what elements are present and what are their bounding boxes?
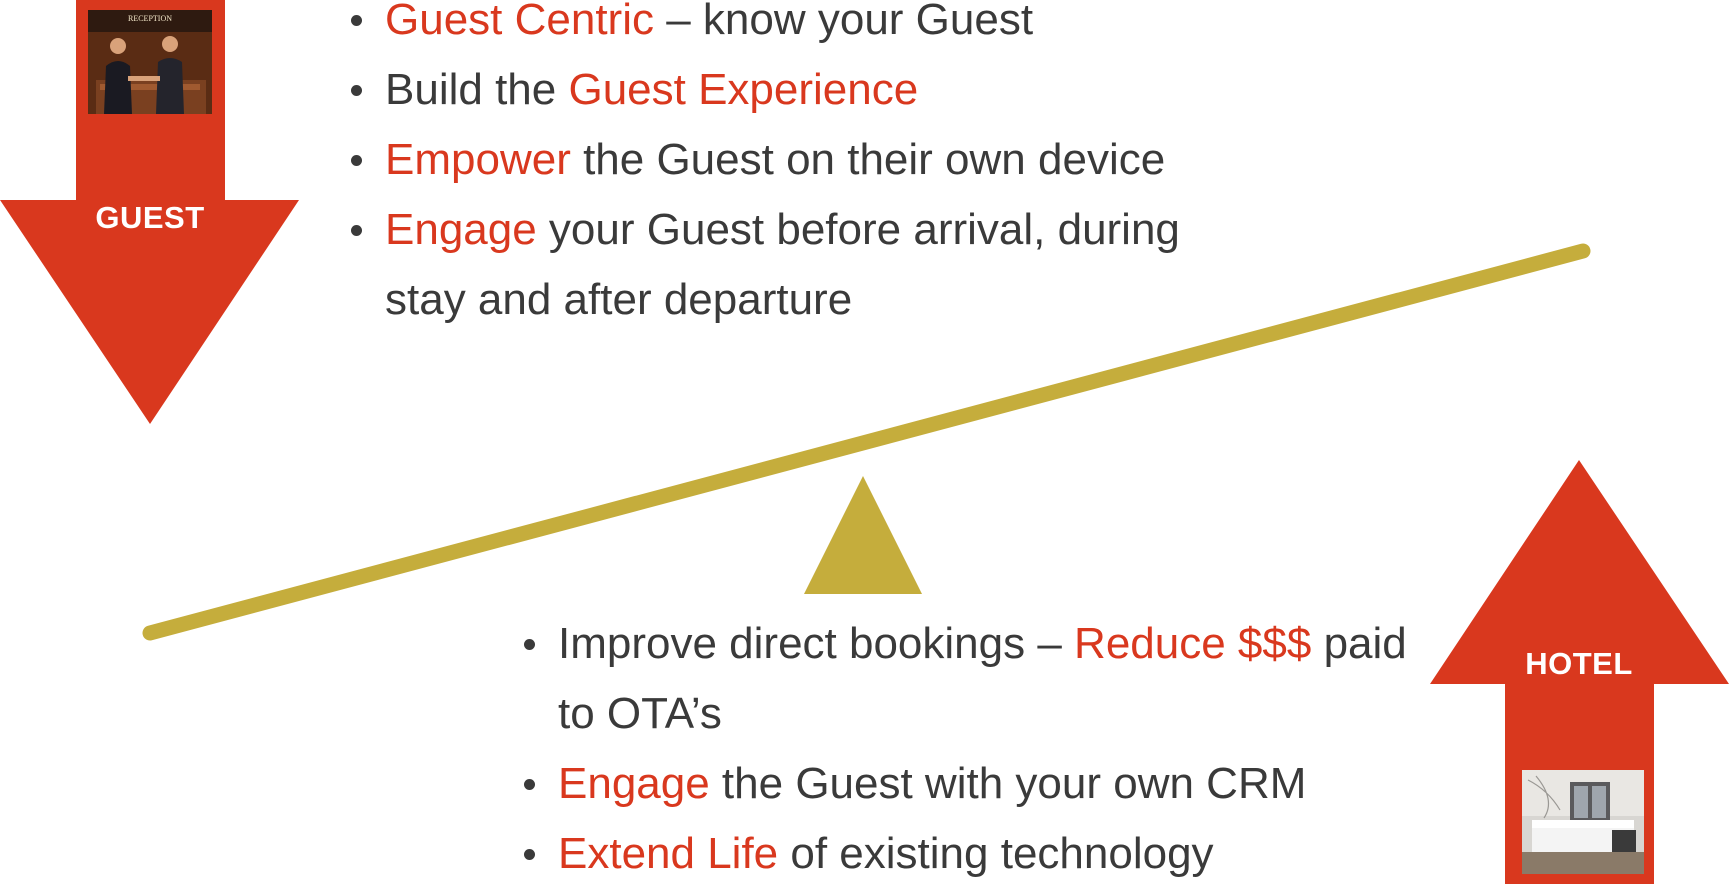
item-text: paid to OTA’s (558, 619, 1407, 738)
reception-photo: RECEPTION (88, 10, 212, 114)
hotel-up-arrow (1430, 460, 1729, 884)
hotel-benefits-list: Improve direct bookings – Reduce $$$ pai… (524, 609, 1458, 889)
list-item: Empower the Guest on their own device (351, 125, 1285, 195)
list-item: Improve direct bookings – Reduce $$$ pai… (524, 609, 1418, 749)
list-item: Extend Life of existing technology (524, 819, 1458, 889)
list-item: Engage the Guest with your own CRM (524, 749, 1458, 819)
highlight-text: Guest Centric (385, 0, 654, 44)
highlight-text: Guest Experience (568, 65, 919, 114)
item-text: Build the (385, 65, 569, 114)
list-item: Engage your Guest before arrival, during… (351, 195, 1265, 335)
highlight-text: Empower (385, 135, 571, 184)
hotel-arrow-label: HOTEL (1525, 646, 1633, 681)
item-text: the Guest on their own device (570, 135, 1166, 184)
item-text: of existing technology (778, 829, 1214, 878)
list-item: Guest Centric – know your Guest (351, 0, 1285, 55)
list-item: Build the Guest Experience (351, 55, 1285, 125)
highlight-text: Engage (385, 205, 537, 254)
item-text: – know your Guest (653, 0, 1034, 44)
highlight-text: Reduce $$$ (1074, 619, 1312, 668)
item-text: your Guest before arrival, during stay a… (385, 205, 1180, 324)
highlight-text: Extend Life (558, 829, 779, 878)
item-text: the Guest with your own CRM (709, 759, 1307, 808)
reception-sign: RECEPTION (128, 14, 172, 23)
item-text: Improve direct bookings – (558, 619, 1075, 668)
hotel-room-photo (1522, 770, 1644, 874)
guest-down-arrow (0, 0, 299, 424)
guest-arrow-label: GUEST (95, 200, 205, 235)
seesaw-lever (142, 243, 1591, 641)
seesaw-fulcrum (804, 476, 922, 594)
guest-benefits-list: Guest Centric – know your Guest Build th… (351, 0, 1285, 335)
highlight-text: Engage (558, 759, 710, 808)
